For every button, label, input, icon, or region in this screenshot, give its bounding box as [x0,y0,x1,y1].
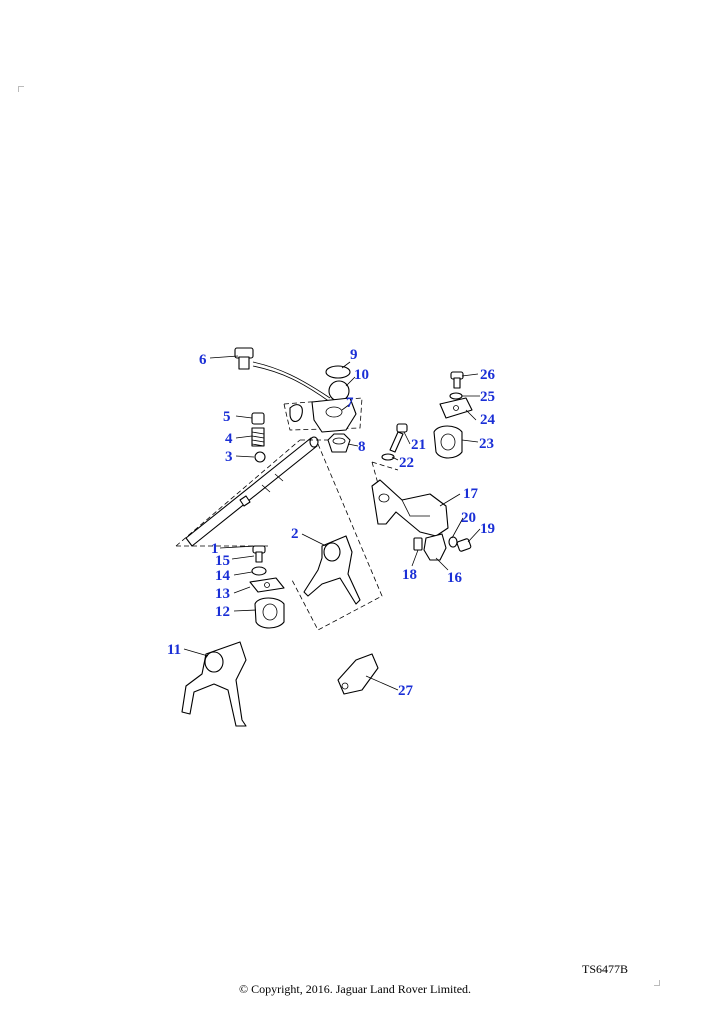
callout-3: 3 [225,449,233,465]
callout-14: 14 [215,568,231,584]
part-11-selector-fork [181,641,247,727]
part-19-bush [456,538,472,552]
part-9-circlip [325,365,351,379]
callout-20: 20 [461,510,476,526]
assembly-boundary-fork-2 [291,443,383,631]
part-18-pin [413,537,423,551]
callout-16: 16 [447,570,463,586]
callout-5: 5 [223,409,231,425]
callout-9: 9 [350,347,358,363]
part-4-spring [251,427,265,447]
crop-mark-top-left [18,86,24,92]
part-24-plate [439,397,473,419]
callout-13: 13 [215,586,230,602]
callout-6: 6 [199,352,207,368]
part-6-plug-bolt [234,347,331,403]
callout-2: 2 [291,526,299,542]
part-14-washer [251,566,267,576]
part-5-plug [251,412,265,425]
callout-26: 26 [480,367,496,383]
callout-25: 25 [480,389,495,405]
part-13-plate [249,577,285,593]
part-20-washer [448,536,458,548]
part-15-bolt [252,545,266,563]
callout-27: 27 [398,683,414,699]
part-26-bolt [450,371,464,389]
part-12-pad [254,597,285,629]
crop-mark-bottom-right [654,980,660,986]
part-7-selector-housing [283,397,363,433]
part-22-washer [381,453,395,461]
part-23-pad [433,425,463,459]
callout-17: 17 [463,486,479,502]
part-3-ball [254,451,266,463]
callout-7: 7 [346,395,354,411]
leader-lines [183,355,481,691]
callout-15: 15 [215,553,230,569]
part-1-selector-shaft [185,436,319,547]
callout-numbers: 1 2 3 4 5 6 7 8 9 10 11 12 13 14 15 16 1… [167,347,496,699]
part-17-cross-shaft-lever [371,479,449,537]
callout-24: 24 [480,412,496,428]
callout-22: 22 [399,455,414,471]
callout-4: 4 [225,431,233,447]
callout-21: 21 [411,437,426,453]
callout-10: 10 [354,367,369,383]
callout-19: 19 [480,521,495,537]
callout-12: 12 [215,604,230,620]
callout-11: 11 [167,642,181,658]
callout-1: 1 [211,541,219,557]
callout-23: 23 [479,436,494,452]
callout-8: 8 [358,439,366,455]
part-8-nut [327,433,351,453]
callout-18: 18 [402,567,417,583]
part-27-bracket [337,653,379,695]
part-25-washer [449,392,463,400]
drawing-reference-number: TS6477B [581,962,628,976]
part-21-bolt [389,423,408,453]
part-16-lever [423,533,447,561]
copyright-notice: © Copyright, 2016. Jaguar Land Rover Lim… [238,982,472,996]
part-2-selector-fork [303,535,361,605]
